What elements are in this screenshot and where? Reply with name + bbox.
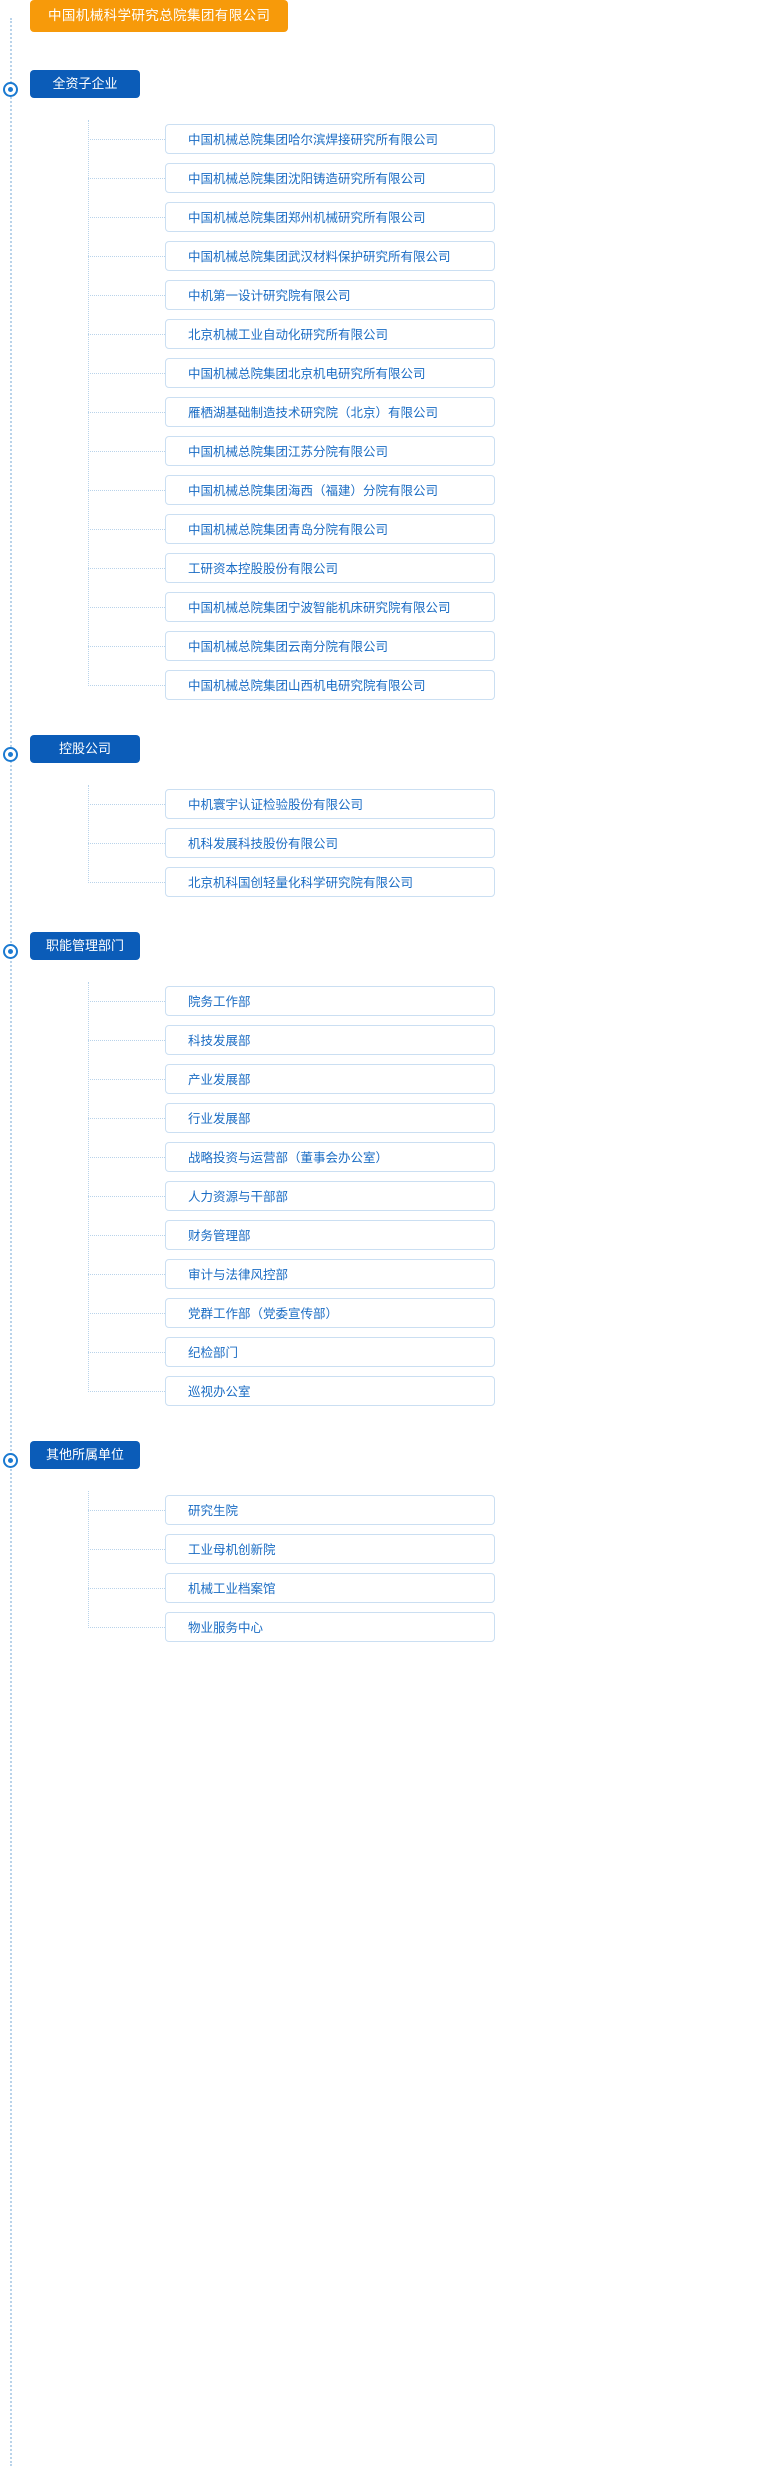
org-unit-box[interactable]: 北京机科国创轻量化科学研究院有限公司 [165, 867, 495, 897]
spacer [0, 763, 779, 785]
spacer [0, 98, 779, 120]
category-header-3[interactable]: 其他所属单位 [30, 1441, 141, 1469]
list-item: 中国机械总院集团云南分院有限公司 [0, 627, 779, 666]
list-item: 机科发展科技股份有限公司 [0, 824, 779, 863]
org-unit-box[interactable]: 科技发展部 [165, 1025, 495, 1055]
spacer [0, 1469, 779, 1491]
spacer [0, 1647, 779, 1677]
org-unit-box[interactable]: 物业服务中心 [165, 1612, 495, 1642]
list-item: 产业发展部 [0, 1060, 779, 1099]
spacer [0, 902, 779, 932]
list-item: 巡视办公室 [0, 1372, 779, 1411]
list-item: 工研资本控股股份有限公司 [0, 549, 779, 588]
org-unit-box[interactable]: 纪检部门 [165, 1337, 495, 1367]
category-items-0: 中国机械总院集团哈尔滨焊接研究所有限公司 中国机械总院集团沈阳铸造研究所有限公司… [0, 120, 779, 705]
org-unit-box[interactable]: 机械工业档案馆 [165, 1573, 495, 1603]
list-item: 财务管理部 [0, 1216, 779, 1255]
category-items-1: 中机寰宇认证检验股份有限公司 机科发展科技股份有限公司 北京机科国创轻量化科学研… [0, 785, 779, 902]
spacer [0, 960, 779, 982]
org-unit-box[interactable]: 中国机械总院集团海西（福建）分院有限公司 [165, 475, 495, 505]
node-marker-icon [3, 944, 18, 959]
list-item: 北京机科国创轻量化科学研究院有限公司 [0, 863, 779, 902]
list-item: 审计与法律风控部 [0, 1255, 779, 1294]
category-block-1: 控股公司 中机寰宇认证检验股份有限公司 机科发展科技股份有限公司 北京机科国创轻… [0, 735, 779, 932]
category-block-2: 职能管理部门 院务工作部 科技发展部 产业发展部 行业发展部 战略投资与运营部（… [0, 932, 779, 1441]
categories-container: 全资子企业 中国机械总院集团哈尔滨焊接研究所有限公司 中国机械总院集团沈阳铸造研… [0, 70, 779, 1677]
list-item: 行业发展部 [0, 1099, 779, 1138]
list-item: 科技发展部 [0, 1021, 779, 1060]
org-unit-box[interactable]: 研究生院 [165, 1495, 495, 1525]
org-unit-box[interactable]: 北京机械工业自动化研究所有限公司 [165, 319, 495, 349]
org-unit-box[interactable]: 中国机械总院集团武汉材料保护研究所有限公司 [165, 241, 495, 271]
list-item: 中国机械总院集团江苏分院有限公司 [0, 432, 779, 471]
node-marker-icon [3, 82, 18, 97]
root-row: 中国机械科学研究总院集团有限公司 [0, 0, 779, 40]
spacer [0, 40, 779, 70]
list-item: 中国机械总院集团武汉材料保护研究所有限公司 [0, 237, 779, 276]
org-unit-box[interactable]: 中国机械总院集团山西机电研究院有限公司 [165, 670, 495, 700]
list-item: 中国机械总院集团青岛分院有限公司 [0, 510, 779, 549]
category-header-1[interactable]: 控股公司 [30, 735, 140, 763]
list-item: 雁栖湖基础制造技术研究院（北京）有限公司 [0, 393, 779, 432]
org-unit-box[interactable]: 战略投资与运营部（董事会办公室） [165, 1142, 495, 1172]
list-item: 北京机械工业自动化研究所有限公司 [0, 315, 779, 354]
list-item: 中机寰宇认证检验股份有限公司 [0, 785, 779, 824]
list-item: 研究生院 [0, 1491, 779, 1530]
node-marker-icon [3, 747, 18, 762]
category-items-2: 院务工作部 科技发展部 产业发展部 行业发展部 战略投资与运营部（董事会办公室）… [0, 982, 779, 1411]
org-unit-box[interactable]: 中机第一设计研究院有限公司 [165, 280, 495, 310]
org-unit-box[interactable]: 工研资本控股股份有限公司 [165, 553, 495, 583]
org-unit-box[interactable]: 雁栖湖基础制造技术研究院（北京）有限公司 [165, 397, 495, 427]
org-unit-box[interactable]: 巡视办公室 [165, 1376, 495, 1406]
list-item: 中机第一设计研究院有限公司 [0, 276, 779, 315]
org-unit-box[interactable]: 财务管理部 [165, 1220, 495, 1250]
list-item: 中国机械总院集团北京机电研究所有限公司 [0, 354, 779, 393]
list-item: 中国机械总院集团沈阳铸造研究所有限公司 [0, 159, 779, 198]
org-unit-box[interactable]: 中国机械总院集团郑州机械研究所有限公司 [165, 202, 495, 232]
list-item: 纪检部门 [0, 1333, 779, 1372]
list-item: 中国机械总院集团郑州机械研究所有限公司 [0, 198, 779, 237]
org-unit-box[interactable]: 中国机械总院集团沈阳铸造研究所有限公司 [165, 163, 495, 193]
org-unit-box[interactable]: 审计与法律风控部 [165, 1259, 495, 1289]
list-item: 中国机械总院集团海西（福建）分院有限公司 [0, 471, 779, 510]
org-unit-box[interactable]: 人力资源与干部部 [165, 1181, 495, 1211]
list-item: 中国机械总院集团山西机电研究院有限公司 [0, 666, 779, 705]
spacer [0, 1411, 779, 1441]
list-item: 党群工作部（党委宣传部） [0, 1294, 779, 1333]
list-item: 中国机械总院集团宁波智能机床研究院有限公司 [0, 588, 779, 627]
category-header-2[interactable]: 职能管理部门 [30, 932, 141, 960]
spacer [0, 705, 779, 735]
node-marker-icon [3, 1453, 18, 1468]
category-header-0[interactable]: 全资子企业 [30, 70, 140, 98]
category-items-3: 研究生院 工业母机创新院 机械工业档案馆 物业服务中心 [0, 1491, 779, 1647]
org-unit-box[interactable]: 中国机械总院集团江苏分院有限公司 [165, 436, 495, 466]
category-block-0: 全资子企业 中国机械总院集团哈尔滨焊接研究所有限公司 中国机械总院集团沈阳铸造研… [0, 70, 779, 735]
left-spine-dotted-line [10, 18, 12, 2466]
org-unit-box[interactable]: 机科发展科技股份有限公司 [165, 828, 495, 858]
org-unit-box[interactable]: 中国机械总院集团北京机电研究所有限公司 [165, 358, 495, 388]
org-unit-box[interactable]: 中国机械总院集团宁波智能机床研究院有限公司 [165, 592, 495, 622]
list-item: 院务工作部 [0, 982, 779, 1021]
org-unit-box[interactable]: 工业母机创新院 [165, 1534, 495, 1564]
root-company-node[interactable]: 中国机械科学研究总院集团有限公司 [30, 0, 289, 32]
list-item: 人力资源与干部部 [0, 1177, 779, 1216]
org-unit-box[interactable]: 中国机械总院集团青岛分院有限公司 [165, 514, 495, 544]
list-item: 机械工业档案馆 [0, 1569, 779, 1608]
org-unit-box[interactable]: 中国机械总院集团哈尔滨焊接研究所有限公司 [165, 124, 495, 154]
list-item: 物业服务中心 [0, 1608, 779, 1647]
org-unit-box[interactable]: 党群工作部（党委宣传部） [165, 1298, 495, 1328]
category-block-3: 其他所属单位 研究生院 工业母机创新院 机械工业档案馆 物业服务中心 [0, 1441, 779, 1677]
org-unit-box[interactable]: 院务工作部 [165, 986, 495, 1016]
org-unit-box[interactable]: 行业发展部 [165, 1103, 495, 1133]
org-unit-box[interactable]: 中国机械总院集团云南分院有限公司 [165, 631, 495, 661]
list-item: 中国机械总院集团哈尔滨焊接研究所有限公司 [0, 120, 779, 159]
org-unit-box[interactable]: 中机寰宇认证检验股份有限公司 [165, 789, 495, 819]
list-item: 战略投资与运营部（董事会办公室） [0, 1138, 779, 1177]
org-unit-box[interactable]: 产业发展部 [165, 1064, 495, 1094]
list-item: 工业母机创新院 [0, 1530, 779, 1569]
